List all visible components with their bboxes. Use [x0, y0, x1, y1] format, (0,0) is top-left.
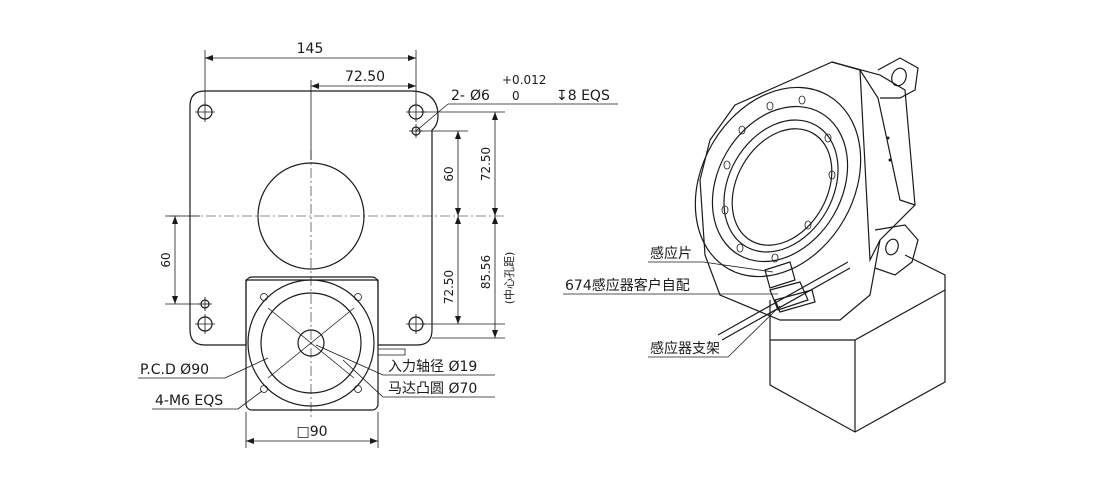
sensor-cust-label: 674感应器客户自配: [565, 277, 690, 294]
ear-top-right: [877, 57, 919, 99]
dowel-hole-bottom: [198, 297, 212, 311]
flange-bolt-6: [736, 243, 744, 253]
sensor-tab: [378, 348, 406, 356]
m6-hole-tl: [260, 293, 268, 301]
housing-side-face: [831, 61, 916, 206]
ear-bottom-right: [874, 224, 919, 276]
dim-85-56-label: 85.56: [479, 255, 493, 289]
pcd-callout: P.C.D Ø90: [140, 362, 209, 378]
sensor-bracket-leader: [727, 305, 781, 358]
hole-spec-diameter: Ø6: [470, 88, 490, 104]
hole-spec-prefix: 2-: [451, 88, 465, 104]
motor-boss-leader: [342, 359, 384, 398]
flange-bolt-2: [766, 101, 774, 111]
motor-block-outline: [769, 254, 946, 433]
dim-square-90-label: □90: [296, 424, 327, 440]
flange-inner-ring: [711, 105, 849, 263]
sensor-plate-leader: [702, 261, 774, 273]
dim-72-50-h-label: 72.50: [345, 69, 385, 85]
flange-bolt-8: [828, 170, 836, 180]
flange-bolt-7: [804, 220, 812, 230]
dim-60-left-label: 60: [159, 252, 173, 267]
m6-callout: 4-M6 EQS: [155, 393, 223, 409]
input-shaft-callout: 入力轴径 Ø19: [388, 359, 477, 375]
flange-outer-ring: [694, 86, 862, 278]
sensor-plate-shape: [764, 261, 796, 289]
tolerance-upper: +0.012: [502, 73, 546, 87]
hole-spec-leader: [415, 103, 449, 132]
housing-back-edge: [859, 69, 881, 263]
center-hole-distance-note: (中心孔距): [503, 252, 516, 305]
dim-60-right-label: 60: [442, 166, 456, 181]
plate-outline: [189, 90, 439, 346]
flange-bolt-10: [771, 253, 779, 263]
flange-bolt-4: [723, 160, 731, 170]
sensor-plate-label: 感应片: [650, 245, 692, 262]
pcd-leader: [224, 357, 269, 379]
sensor-cable-2: [721, 267, 851, 341]
side-dot-1: [886, 136, 890, 140]
sensor-cable-1: [717, 261, 849, 336]
m6-hole-br: [354, 385, 362, 393]
m6-hole-bl: [260, 385, 268, 393]
flange-bolt-9: [824, 133, 832, 143]
flange-bolt-5: [721, 205, 729, 215]
motor-boss-callout: 马达凸圆 Ø70: [388, 381, 477, 397]
isometric-view: 感应片 674感应器客户自配 感应器支架: [563, 57, 946, 433]
m6-hole-tr: [354, 293, 362, 301]
input-shaft-leader: [315, 344, 384, 376]
ear-hole-bottom: [885, 238, 899, 256]
hole-spec-depth: ↧8 EQS: [556, 88, 610, 104]
flange-bolt-1: [798, 95, 806, 105]
dim-145-label: 145: [297, 41, 324, 57]
bore-inner: [731, 128, 833, 246]
tolerance-lower: 0: [512, 89, 520, 103]
front-view: 145 72.50 2- Ø6 +0.012 0 ↧8 EQS 60 72.50…: [138, 41, 618, 448]
pcd-diag-2: [267, 307, 355, 379]
dim-72-50-lower-label: 72.50: [442, 270, 456, 304]
m6-leader: [237, 390, 263, 410]
flange-bolt-3: [738, 125, 746, 135]
dim-72-50-upper-label: 72.50: [479, 147, 493, 181]
housing-body-outline: [699, 61, 916, 321]
sensor-bracket-label: 感应器支架: [650, 340, 720, 357]
mount-hole-bl: [195, 314, 215, 334]
mount-hole-tl: [195, 102, 215, 122]
motor-block-top-edge: [770, 289, 946, 341]
ear-hole-top: [891, 67, 907, 87]
side-dot-2: [888, 158, 892, 162]
bore-outer: [723, 119, 839, 253]
motor-flange-square: [245, 276, 379, 411]
